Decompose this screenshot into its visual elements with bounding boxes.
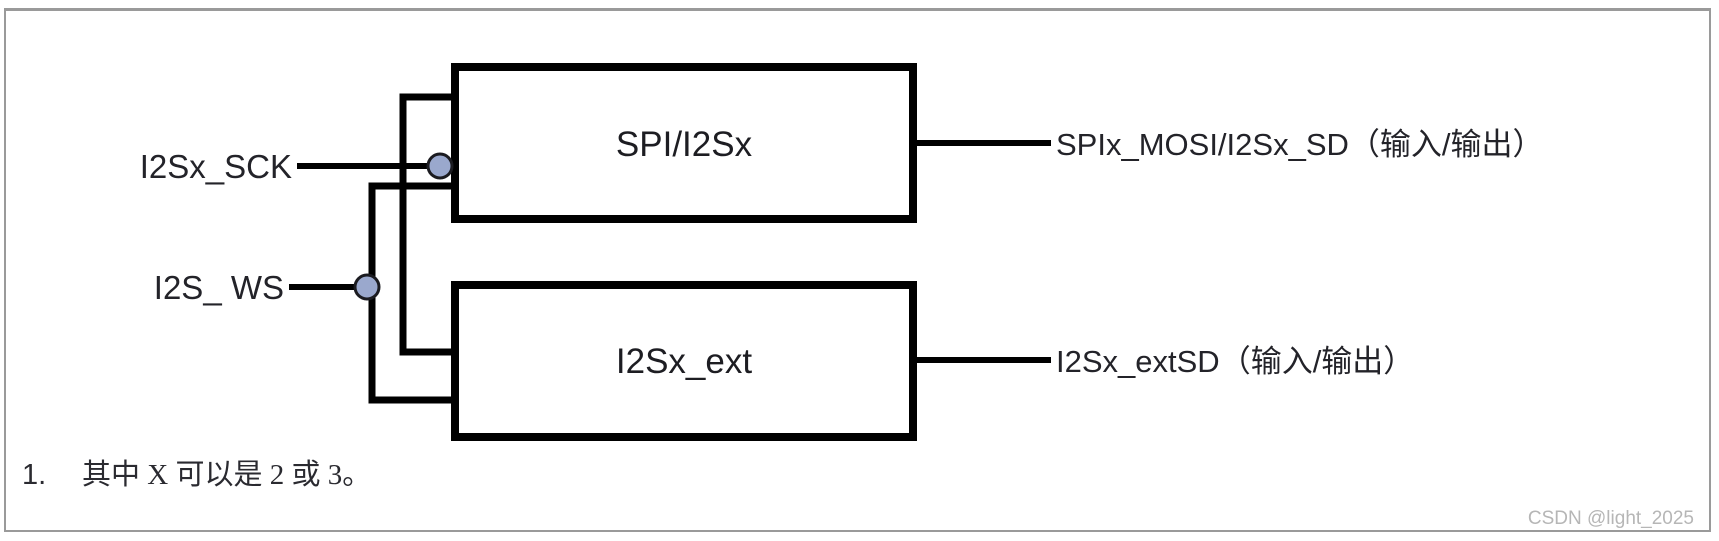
signal-label-i2sx-extsd: I2Sx_extSD（输入/输出） bbox=[1056, 344, 1414, 379]
footnote-text: 其中 X 可以是 2 或 3。 bbox=[82, 458, 371, 491]
block-i2sx-ext[interactable]: I2Sx_ext bbox=[451, 281, 917, 441]
watermark-label: CSDN @light_2025 bbox=[1528, 508, 1694, 529]
block-spi-i2sx-box[interactable] bbox=[451, 63, 917, 223]
junction-dot-ws bbox=[353, 273, 381, 301]
signal-label-i2sx-sck: I2Sx_SCK bbox=[140, 148, 292, 185]
block-spi-i2sx[interactable]: SPI/I2Sx bbox=[451, 63, 917, 223]
junction-dot-sck bbox=[426, 152, 454, 180]
block-i2sx-ext-label: I2Sx_ext bbox=[616, 342, 752, 381]
signal-label-spix-mosi: SPIx_MOSI/I2Sx_SD（输入/输出） bbox=[1056, 127, 1544, 162]
block-i2sx-ext-box[interactable] bbox=[451, 281, 917, 441]
signal-label-i2s-ws: I2S_ WS bbox=[154, 269, 284, 306]
block-spi-i2sx-label: SPI/I2Sx bbox=[616, 125, 753, 164]
footnote-number: 1. bbox=[22, 459, 46, 491]
